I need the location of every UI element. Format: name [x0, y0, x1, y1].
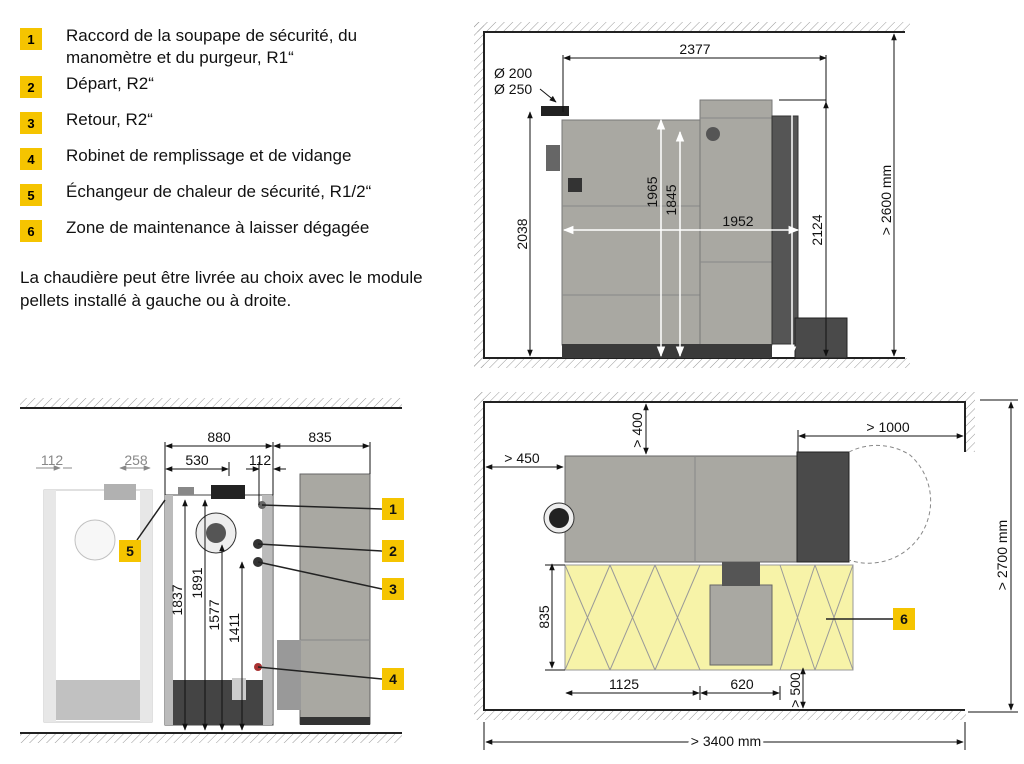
legend-item-2: 2 Départ, R2“	[20, 74, 154, 98]
dim-400: > 400	[629, 412, 645, 448]
front-view: 112 258 880 835 530 112	[20, 398, 404, 743]
callout-5: 5	[126, 543, 134, 559]
callout-badge-5	[119, 540, 141, 562]
callout-4: 4	[389, 671, 397, 687]
callout-2: 2	[389, 543, 397, 559]
dim-1952: 1952	[722, 213, 753, 229]
dim-2377: 2377	[679, 41, 710, 57]
maintenance-zone	[564, 564, 854, 671]
dim-835: 835	[308, 429, 332, 445]
dim-1000: > 1000	[866, 419, 909, 435]
callout-badge-6	[893, 608, 915, 630]
legend-item-3: 3 Retour, R2“	[20, 110, 153, 134]
callout-badge-2	[382, 540, 404, 562]
legend-text: Retour, R2“	[66, 110, 153, 129]
flue-diameter-200: Ø 200	[494, 65, 532, 81]
dim-1125: 1125	[609, 676, 639, 692]
dim-450: > 450	[504, 450, 540, 466]
badge: 6	[20, 220, 42, 242]
badge: 3	[20, 112, 42, 134]
badge: 4	[20, 148, 42, 170]
room-width: > 3400 mm	[691, 733, 761, 749]
dim-1965: 1965	[644, 176, 660, 207]
dim-500: > 500	[787, 672, 803, 708]
callout-badge-3	[382, 578, 404, 600]
top-view: > 400 > 450 > 1000 835 1125 620 > 500 > …	[474, 392, 1018, 752]
dim-1891: 1891	[189, 567, 205, 598]
legend-text: Échangeur de chaleur de sécurité, R1/2“	[66, 182, 372, 201]
legend-item-5: 5 Échangeur de chaleur de sécurité, R1/2“	[20, 182, 371, 206]
legend-text: Départ, R2“	[66, 74, 154, 93]
callout-3: 3	[389, 581, 397, 597]
room-depth: > 2700 mm	[994, 520, 1010, 590]
badge: 1	[20, 28, 42, 50]
legend-text: Raccord de la soupape de sécurité, du ma…	[66, 26, 358, 67]
pellet-module-front	[299, 473, 371, 725]
boiler-body	[561, 119, 703, 346]
flue-outlet	[541, 106, 569, 116]
dim-258: 258	[124, 452, 148, 468]
dim-835-zone: 835	[536, 605, 552, 629]
dim-1845: 1845	[663, 184, 679, 215]
badge: 2	[20, 76, 42, 98]
flue-diameter-250: Ø 250	[494, 81, 532, 97]
dim-2124: 2124	[809, 214, 825, 245]
boiler-top	[564, 455, 798, 563]
dim-880: 880	[207, 429, 231, 445]
side-view: 2377 Ø 200 Ø 250 2038 1965 1845 1952 212…	[474, 22, 910, 368]
callout-badge-4	[382, 668, 404, 690]
dim-620: 620	[730, 676, 754, 692]
legend-text: Robinet de remplissage et de vidange	[66, 146, 352, 165]
legend-text: Zone de maintenance à laisser dégagée	[66, 218, 370, 237]
room-height: > 2600 mm	[878, 165, 894, 235]
callout-1: 1	[389, 501, 397, 517]
dim-1837: 1837	[169, 584, 185, 615]
callout-badge-1	[382, 498, 404, 520]
dim-1411: 1411	[226, 613, 242, 643]
badge: 5	[20, 184, 42, 206]
installation-note: La chaudière peut être livrée au choix a…	[20, 268, 423, 310]
dim-2038: 2038	[514, 218, 530, 249]
legend-item-1: 1 Raccord de la soupape de sécurité, du m…	[20, 26, 357, 67]
dim-112-ghost: 112	[41, 452, 64, 468]
callout-6: 6	[900, 611, 908, 627]
dim-112: 112	[249, 452, 272, 468]
legend-item-4: 4 Robinet de remplissage et de vidange	[20, 146, 351, 170]
burner-module	[709, 584, 773, 666]
legend-item-6: 6 Zone de maintenance à laisser dégagée	[20, 218, 369, 242]
dim-1577: 1577	[206, 599, 222, 630]
dim-530: 530	[185, 452, 209, 468]
